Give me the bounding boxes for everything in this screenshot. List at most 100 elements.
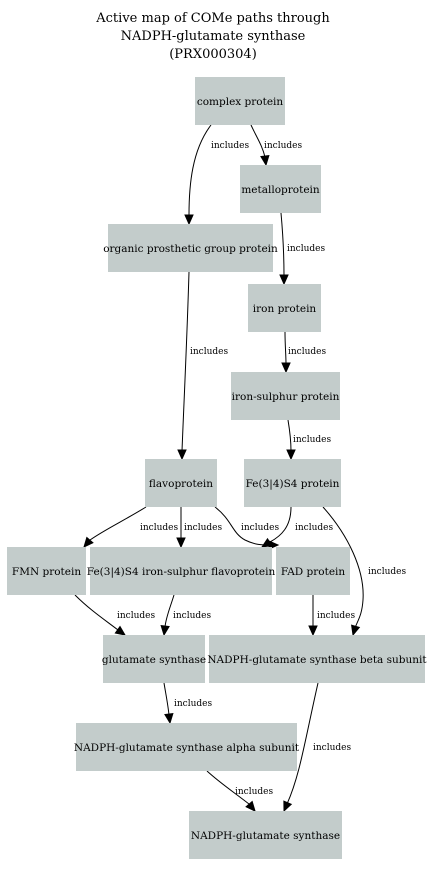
edge-complex-protein-to-metalloprotein: includes <box>250 124 302 167</box>
node-label: FMN protein <box>12 566 81 578</box>
edge-line <box>287 419 292 452</box>
edge-line <box>322 506 364 629</box>
title-line-3: (PRX000304) <box>169 47 257 62</box>
node-label: metalloprotein <box>241 184 320 196</box>
node-nadph-gs-alpha[interactable]: NADPH-glutamate synthase alpha subunit <box>74 723 300 771</box>
edge-arrowhead <box>177 449 187 461</box>
edge-arrowhead <box>286 449 296 461</box>
edge-line <box>163 682 170 716</box>
node-nadph-gs-beta[interactable]: NADPH-glutamate synthase beta subunit <box>207 635 427 683</box>
diagram-title: Active map of COMe paths through NADPH-g… <box>95 11 330 62</box>
node-box[interactable] <box>108 224 273 272</box>
node-fe3s4-protein[interactable]: Fe(3|4)S4 protein <box>244 459 341 507</box>
edge-complex-protein-to-organic-prosthetic-group-protein: includes <box>184 124 249 226</box>
node-fe3s4-flavoprotein[interactable]: Fe(3|4)S4 iron-sulphur flavoprotein <box>87 547 276 595</box>
edge-line <box>164 594 175 628</box>
edge-arrowhead <box>283 800 293 813</box>
edge-label: includes <box>174 699 212 709</box>
edge-arrowhead <box>245 800 256 812</box>
node-nadph-gs[interactable]: NADPH-glutamate synthase <box>189 811 342 859</box>
edge-line <box>188 124 212 216</box>
edge-line <box>284 331 287 365</box>
edge-line <box>269 506 292 543</box>
node-fad-protein[interactable]: FAD protein <box>276 547 350 595</box>
edge-metalloprotein-to-iron-protein: includes <box>279 212 325 286</box>
edge-label: includes <box>241 523 279 533</box>
edge-arrowhead <box>83 536 94 548</box>
edge-line <box>286 682 319 805</box>
node-label: complex protein <box>197 96 284 108</box>
node-box[interactable] <box>76 723 297 771</box>
title-line-1: Active map of COMe paths through <box>95 11 330 26</box>
node-flavoprotein[interactable]: flavoprotein <box>145 459 217 507</box>
node-box[interactable] <box>248 284 321 332</box>
edge-arrowhead <box>279 274 289 286</box>
node-label: Fe(3|4)S4 protein <box>246 478 340 491</box>
edge-arrowhead <box>184 214 194 226</box>
edge-arrowhead <box>260 154 270 167</box>
node-box[interactable] <box>189 811 342 859</box>
edge-line <box>74 594 119 631</box>
node-metalloprotein[interactable]: metalloprotein <box>240 165 321 213</box>
edge-iron-protein-to-iron-sulphur-protein: includes <box>281 331 326 374</box>
node-glutamate-synthase[interactable]: glutamate synthase <box>102 635 206 683</box>
edge-arrowhead <box>164 712 174 725</box>
edge-label: includes <box>313 743 351 753</box>
edge-organic-prosthetic-group-protein-to-flavoprotein: includes <box>177 271 228 461</box>
edge-arrowhead <box>281 362 291 374</box>
node-box[interactable] <box>145 459 217 507</box>
edge-arrowhead <box>114 625 127 636</box>
node-box[interactable] <box>244 459 341 507</box>
node-iron-protein[interactable]: iron protein <box>248 284 321 332</box>
edge-glutamate-synthase-to-nadph-gs-alpha: includes <box>163 682 212 725</box>
node-iron-sulphur-protein[interactable]: iron-sulphur protein <box>231 372 340 420</box>
edge-fe3s4-protein-to-nadph-gs-beta: includes <box>322 506 406 637</box>
edge-label: includes <box>287 244 325 254</box>
edge-nadph-gs-alpha-to-nadph-gs: includes <box>206 770 273 812</box>
title-line-2: NADPH-glutamate synthase <box>121 29 306 44</box>
edge-label: includes <box>235 787 273 797</box>
edge-arrowhead <box>308 625 318 637</box>
edge-arrowhead <box>260 537 273 548</box>
edge-label: includes <box>184 523 222 533</box>
edge-nadph-gs-beta-to-nadph-gs: includes <box>283 682 351 813</box>
edge-arrowhead <box>160 624 170 637</box>
edge-line <box>89 506 147 541</box>
node-box[interactable] <box>276 547 350 595</box>
edge-label: includes <box>173 611 211 621</box>
edge-line <box>250 124 266 158</box>
edge-label: includes <box>117 611 155 621</box>
nodes-layer: complex protein metalloprotein organic pro… <box>7 77 427 859</box>
node-organic-prosthetic-group-protein[interactable]: organic prosthetic group protein <box>103 224 278 272</box>
node-fmn-protein[interactable]: FMN protein <box>7 547 86 595</box>
node-box[interactable] <box>103 635 205 683</box>
edge-line <box>280 212 285 277</box>
edge-arrowhead <box>351 624 361 637</box>
edge-fe3s4-protein-to-fe3s4-flavoprotein: includes <box>260 506 333 548</box>
node-complex-protein[interactable]: complex protein <box>195 77 285 125</box>
edge-fmn-protein-to-glutamate-synthase: includes <box>74 594 155 636</box>
node-label: glutamate synthase <box>102 654 206 666</box>
node-label: FAD protein <box>281 566 346 578</box>
node-box[interactable] <box>231 372 340 420</box>
node-label: NADPH-glutamate synthase beta subunit <box>207 654 427 666</box>
node-label: iron-sulphur protein <box>232 391 340 403</box>
node-label: NADPH-glutamate synthase <box>191 830 340 842</box>
edge-label: includes <box>190 347 228 357</box>
node-box[interactable] <box>240 165 321 213</box>
edge-label: includes <box>295 523 333 533</box>
node-label: Fe(3|4)S4 iron-sulphur flavoprotein <box>87 566 276 579</box>
edge-iron-sulphur-protein-to-fe3s4-protein: includes <box>286 419 331 461</box>
node-label: NADPH-glutamate synthase alpha subunit <box>74 742 300 754</box>
edge-line <box>181 271 190 452</box>
node-box[interactable] <box>209 635 425 683</box>
edge-label: includes <box>211 141 249 151</box>
node-box[interactable] <box>7 547 86 595</box>
edge-label: includes <box>317 611 355 621</box>
node-box[interactable] <box>90 547 272 595</box>
edge-label: includes <box>368 567 406 577</box>
edge-flavoprotein-to-fe3s4-flavoprotein: includes <box>176 506 222 549</box>
node-box[interactable] <box>195 77 285 125</box>
